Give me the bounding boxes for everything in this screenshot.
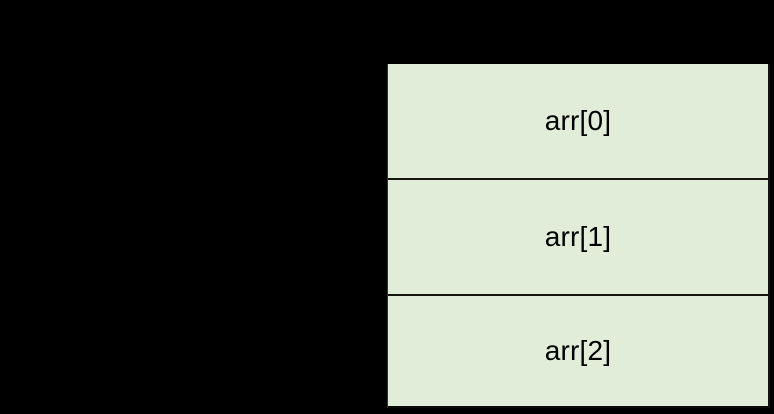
- array-cell-1[interactable]: arr[1]: [388, 180, 768, 296]
- array-cell-0[interactable]: arr[0]: [388, 64, 768, 180]
- array-cell-2[interactable]: arr[2]: [388, 296, 768, 408]
- array-block: arr[0] arr[1] arr[2]: [387, 64, 770, 408]
- array-cell-label-0: arr[0]: [544, 105, 612, 136]
- array-cell-label-2: arr[2]: [544, 335, 612, 366]
- empty-left-region: [0, 0, 387, 414]
- array-cell-label-1: arr[1]: [544, 221, 612, 252]
